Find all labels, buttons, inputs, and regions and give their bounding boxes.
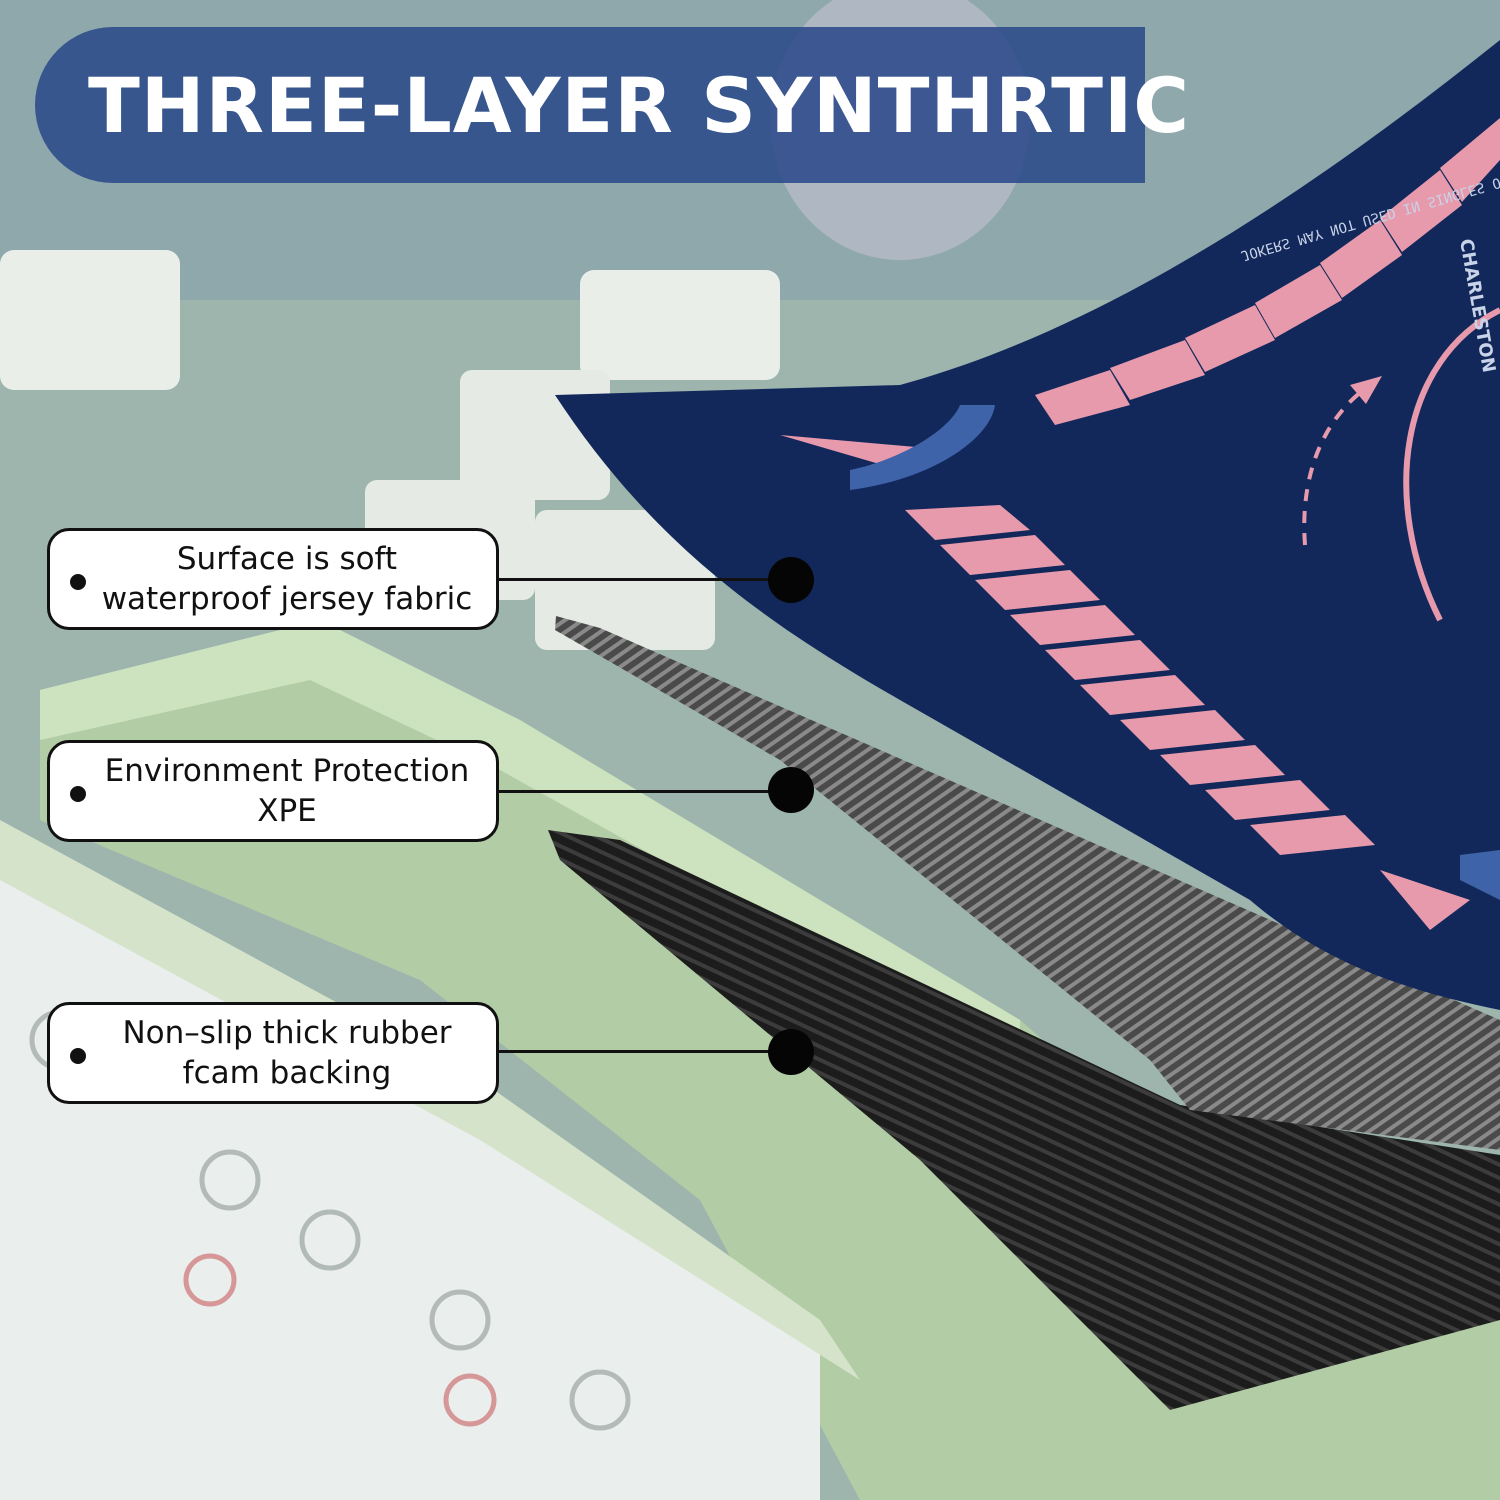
callout-text: Environment Protection XPE — [104, 753, 470, 829]
xpe-foam — [555, 616, 1500, 1150]
layer-xpe — [555, 616, 1500, 1150]
callout-xpe-layer: Environment Protection XPE — [47, 740, 499, 842]
leader-dot-2 — [768, 767, 814, 813]
leader-line-1 — [499, 578, 791, 581]
mat-arrow — [1302, 383, 1372, 546]
layer-rubber — [548, 830, 1500, 1410]
banner-title: THREE-LAYER SYNTHRTIC — [88, 61, 1191, 150]
callout-rubber-backing: Non–slip thick rubber fcam backing — [47, 1002, 499, 1104]
bullet-icon — [70, 1048, 86, 1064]
mat-logo — [780, 405, 995, 490]
leader-dot-3 — [768, 1029, 814, 1075]
mat-arc — [1403, 307, 1500, 622]
layer-jersey-mat: JOKERS MAY NOT USED IN SINGLES OR PAIRS … — [555, 40, 1500, 1010]
leader-dot-1 — [768, 557, 814, 603]
title-banner — [35, 27, 1145, 183]
arrow-head — [1350, 376, 1382, 404]
leader-line-2 — [499, 790, 791, 793]
leader-lines — [499, 557, 814, 1075]
tile — [580, 270, 780, 380]
tile — [0, 250, 180, 390]
bullet-icon — [70, 574, 86, 590]
callout-surface-fabric: Surface is soft waterproof jersey fabric — [47, 528, 499, 630]
callout-text: Non–slip thick rubber fcam backing — [122, 1015, 452, 1091]
mat-logo-2 — [1380, 850, 1500, 930]
leader-line-3 — [499, 1050, 791, 1053]
bullet-icon — [70, 786, 86, 802]
callout-text: Surface is soft waterproof jersey fabric — [101, 541, 473, 617]
rubber-backing — [548, 830, 1500, 1410]
